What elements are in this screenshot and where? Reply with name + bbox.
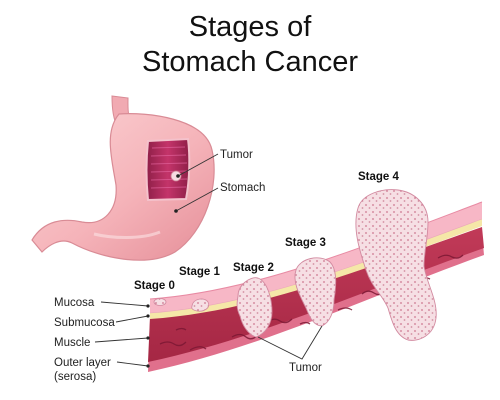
- stage-4-tumor: [355, 189, 437, 341]
- bottom-tumor-leaders: [257, 325, 323, 360]
- stage-2-label: Stage 2: [233, 262, 274, 274]
- stomach-tumor: [170, 170, 182, 182]
- stage-1-label: Stage 1: [179, 266, 221, 278]
- tumor-leader: [177, 153, 219, 177]
- stage-1-tumor: [191, 298, 210, 312]
- mucosa-layer: [150, 202, 482, 313]
- mucosa-leader: [100, 301, 149, 307]
- muscle-leader: [94, 337, 149, 343]
- stage-0-label: Stage 0: [134, 280, 175, 292]
- stage-2-tumor: [236, 277, 273, 338]
- stomach-illustration: [31, 95, 215, 261]
- stage-3-tumor: [294, 257, 337, 327]
- title-line-2: Stomach Cancer: [142, 46, 358, 78]
- mucosa-label: Mucosa: [54, 297, 95, 309]
- submucosa-label: Submucosa: [54, 317, 115, 329]
- stomach-label: Stomach: [220, 182, 265, 194]
- serosa-label: (serosa): [54, 371, 96, 383]
- stomach-leader: [175, 187, 219, 212]
- outer-layer-label: Outer layer: [54, 357, 111, 369]
- title-line-1: Stages of: [188, 11, 312, 43]
- tumor-label: Tumor: [220, 149, 253, 161]
- stage-4-label: Stage 4: [358, 171, 400, 183]
- muscle-label: Muscle: [54, 337, 90, 349]
- bottom-tumor-label: Tumor: [289, 362, 322, 374]
- stomach-cutaway-window: [145, 137, 191, 202]
- stage-3-label: Stage 3: [285, 237, 326, 249]
- serosa-leader: [116, 361, 149, 367]
- stage-0-tumor: [153, 298, 167, 306]
- submucosa-leader: [115, 315, 149, 323]
